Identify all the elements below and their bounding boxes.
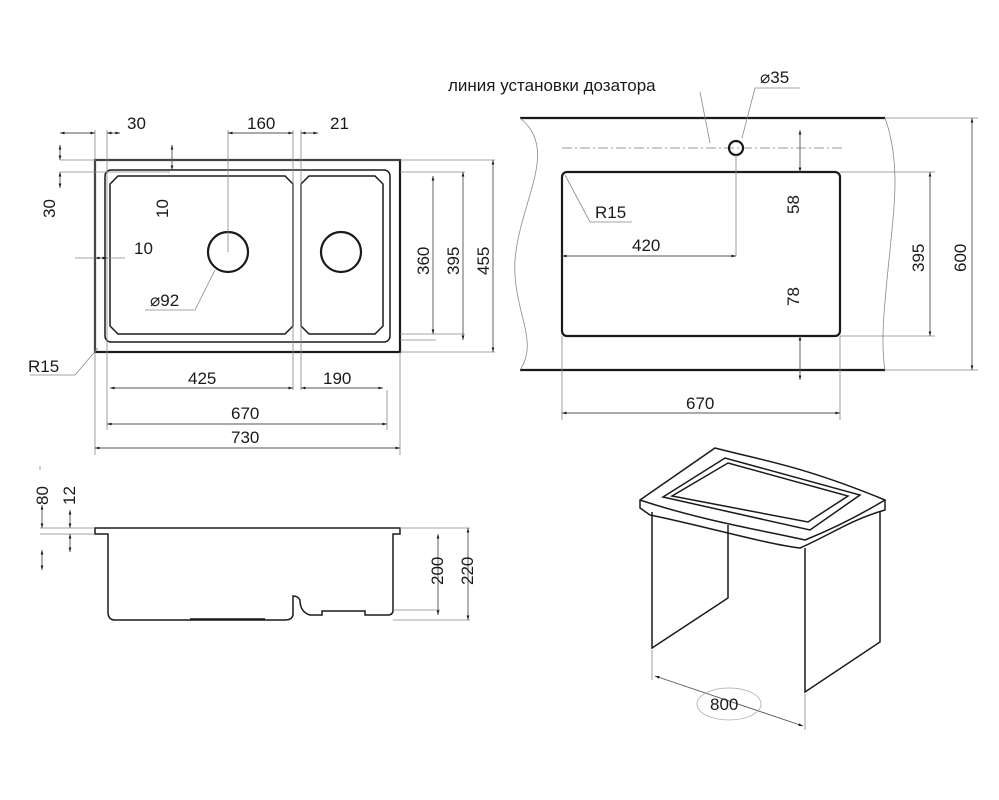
dim-dispenser-hole: ⌀35 (760, 68, 789, 87)
dim-top-height: 80 (33, 486, 52, 505)
cabinet-left-panel (651, 512, 729, 650)
left-bowl (109, 175, 294, 335)
dim-overall-width: 730 (231, 428, 259, 447)
dim-inner-width: 670 (231, 404, 259, 423)
cutout-view: линия установки дозатора ⌀35 R15 420 58 … (448, 68, 978, 420)
worktop-slab (639, 447, 886, 549)
cabinet-view: 800 (639, 447, 886, 730)
dim-flange-top: 30 (40, 199, 59, 218)
dim-inner-depth: 395 (444, 247, 463, 275)
dim-right-bowl-width: 190 (323, 369, 351, 388)
side-view: 80 12 200 220 (33, 466, 477, 621)
dim-top-margin: 58 (784, 195, 803, 214)
dim-left-bowl-width: 425 (188, 369, 216, 388)
inner-frame (104, 169, 391, 343)
dim-corner-radius: R15 (28, 357, 59, 376)
right-drain-icon (319, 230, 363, 274)
dim-drain-offset: 160 (247, 114, 275, 133)
dim-drain-diameter: ⌀92 (150, 291, 179, 310)
dim-cutout-radius: R15 (595, 203, 626, 222)
dim-cabinet-width: 800 (710, 695, 738, 714)
cabinet-right-panel (804, 512, 881, 694)
right-bowl (300, 175, 384, 335)
cabinet-width-bubble (696, 687, 762, 721)
dim-hole-offset: 420 (632, 236, 660, 255)
dim-side-overall-height: 220 (458, 557, 477, 585)
dispenser-line-label: линия установки дозатора (448, 76, 656, 95)
dim-cutout-width: 670 (686, 394, 714, 413)
dim-bowl-depth: 360 (414, 247, 433, 275)
dim-side-bowl-depth: 200 (428, 557, 447, 585)
dim-flange-thickness: 12 (60, 486, 79, 505)
side-profile (94, 527, 401, 621)
dim-bowl-inset-top: 10 (153, 199, 172, 218)
dim-cutout-depth: 395 (909, 244, 928, 272)
dim-divider: 21 (330, 114, 349, 133)
cutout-outline (560, 170, 842, 338)
dim-bowl-inset-left: 10 (134, 239, 153, 258)
dim-bottom-margin: 78 (784, 287, 803, 306)
dim-worktop-depth: 600 (951, 244, 970, 272)
dim-flange-left: 30 (127, 114, 146, 133)
dim-overall-depth: 455 (474, 247, 493, 275)
top-view: 30 160 21 30 10 10 ⌀92 R15 425 190 670 7… (28, 114, 495, 455)
